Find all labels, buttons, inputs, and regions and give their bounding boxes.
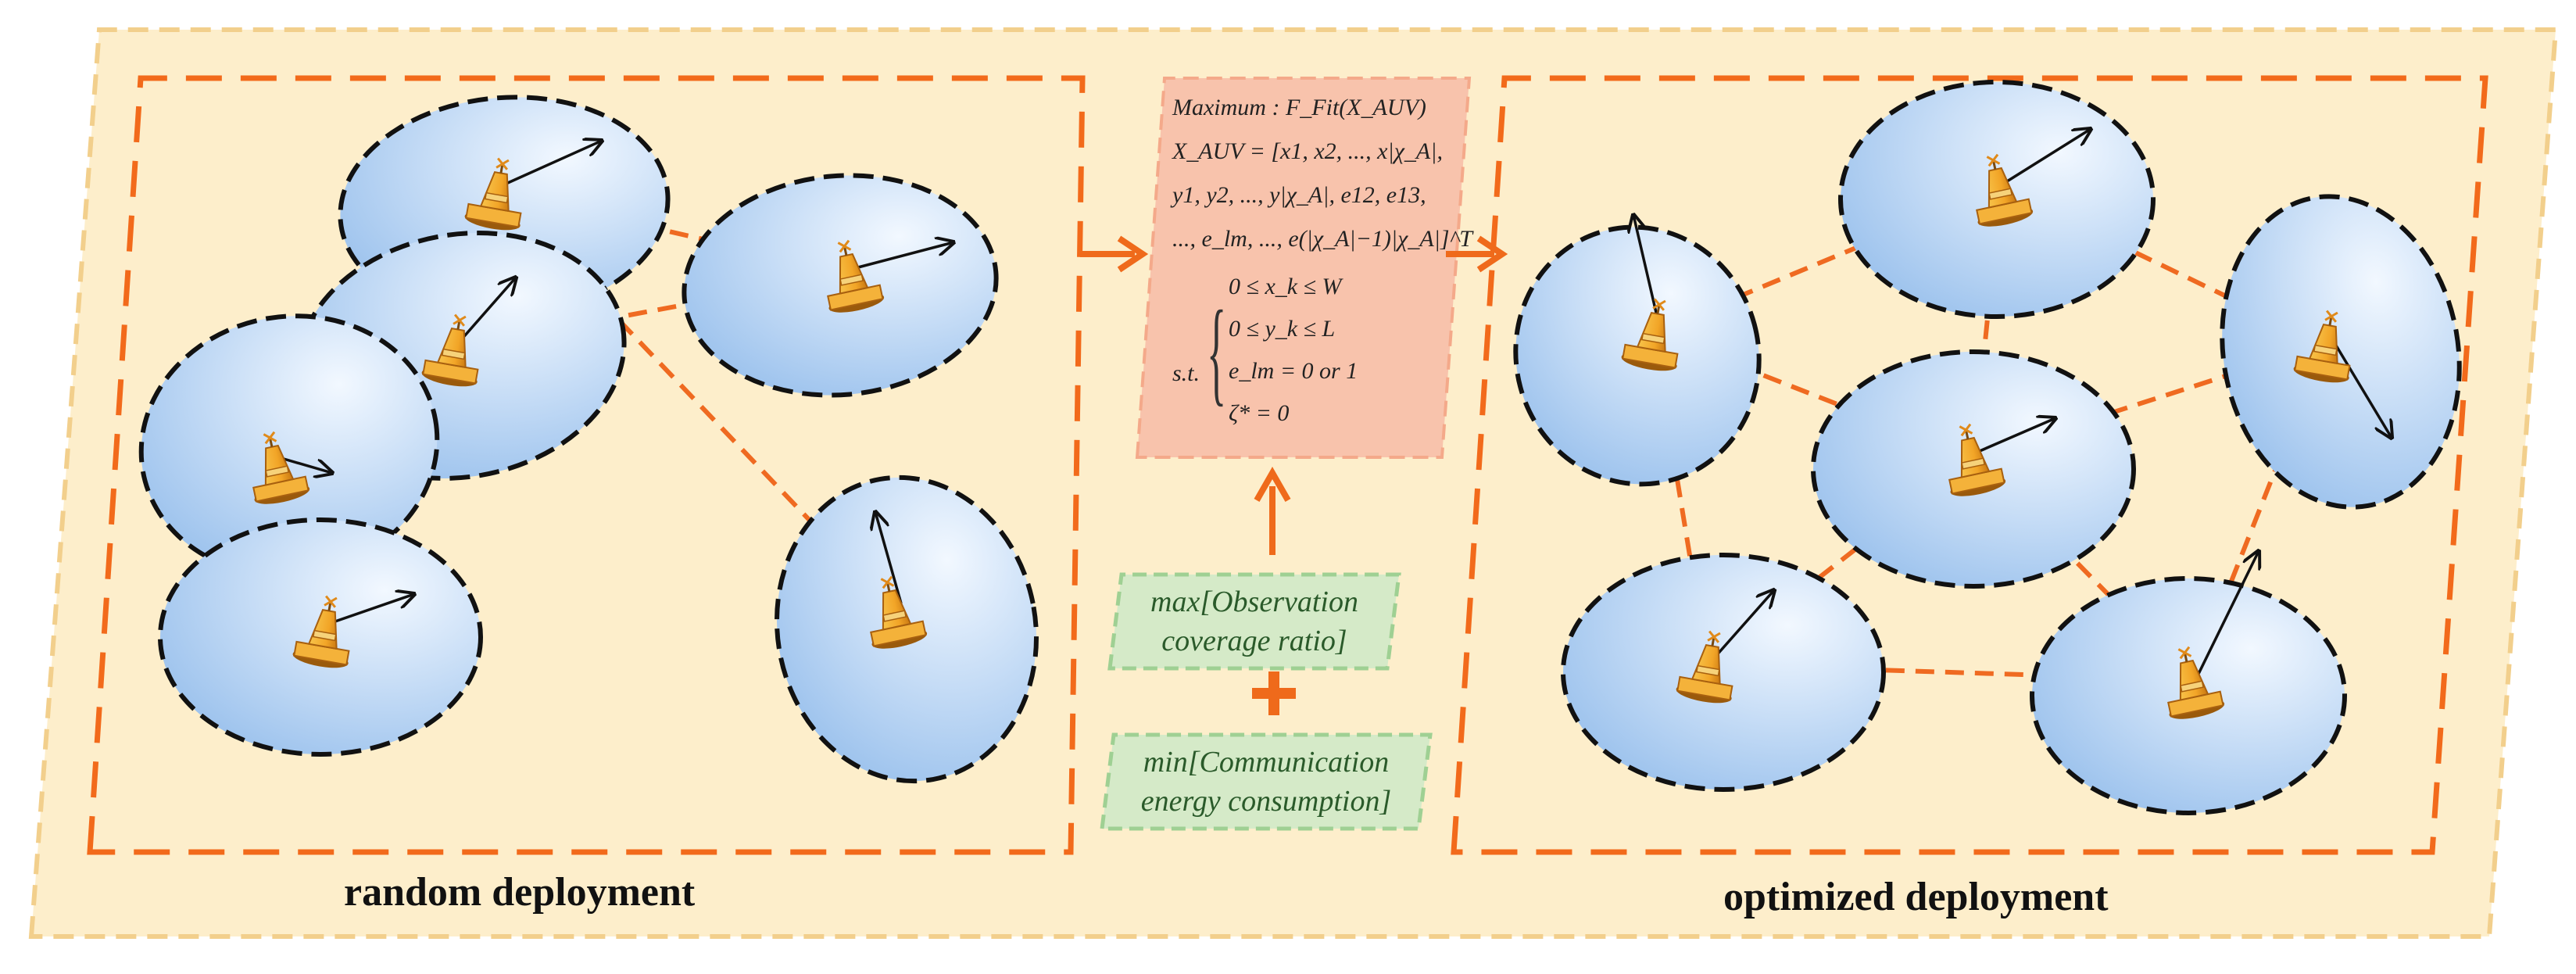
optimized-deployment-frame: [1451, 75, 2488, 855]
brace-icon: {: [1207, 287, 1227, 417]
sensing-direction-arrow: [2330, 337, 2392, 438]
sensing-direction-arrow: [502, 141, 602, 187]
coverage-objective-line-2: coverage ratio]: [1161, 625, 1347, 657]
coverage-objective-line-1: max[Observation: [1150, 585, 1358, 618]
random-deployment-frame: [87, 75, 1086, 855]
auv-buoy-icon: [419, 278, 516, 392]
decision-vector-line-3: ..., e_lm, ..., e(|χ_A|−1)|χ_A|]^T: [1172, 226, 1472, 252]
auv-buoy-icon: [814, 235, 953, 318]
sensing-direction-arrow: [2006, 129, 2091, 183]
energy-objective-line-1: min[Communication: [1143, 746, 1390, 779]
auv-buoy-icon: [240, 426, 332, 510]
auv-buoy-icon: [1619, 215, 1689, 376]
arrow-up-icon: [1254, 466, 1291, 555]
energy-objective-line-2: energy consumption]: [1140, 785, 1392, 818]
optimization-formula: Maximum : F_Fit(X_AUV) X_AUV = [x1, x2, …: [1172, 86, 1472, 435]
constraint-x: 0 ≤ x_k ≤ W: [1229, 274, 1342, 299]
auv-buoy-icon: [290, 593, 414, 673]
auv-buoy-icon: [1936, 418, 2055, 502]
random-deployment-caption: random deployment: [344, 870, 696, 915]
sensing-direction-arrow: [875, 512, 903, 604]
auv-buoy-icon: [2155, 551, 2259, 725]
sensing-direction-arrow: [2197, 551, 2259, 675]
arrow-right-icon: [1446, 235, 1508, 273]
auv-buoy-icon: [1673, 590, 1774, 708]
constraints-block: s.t. { 0 ≤ x_k ≤ W 0 ≤ y_k ≤ L e_lm = 0 …: [1172, 266, 1438, 435]
energy-objective-box: [1100, 732, 1433, 831]
sensing-direction-arrow: [283, 457, 332, 473]
arrow-right-icon: [1080, 235, 1149, 273]
optimized-deployment-caption: optimized deployment: [1723, 875, 2109, 919]
auv-buoy-icon: [462, 141, 602, 235]
subject-to-label: s.t.: [1172, 360, 1200, 386]
auv-buoy-icon: [2291, 306, 2392, 438]
coverage-objective-text: max[Observation coverage ratio]: [1118, 582, 1391, 661]
formula-box: [1135, 77, 1472, 459]
energy-objective-text: min[Communication energy consumption]: [1106, 743, 1426, 821]
sensing-direction-arrow: [330, 594, 414, 625]
sensing-direction-arrow: [458, 278, 516, 343]
constraint-edge: e_lm = 0 or 1: [1229, 358, 1358, 384]
sensing-direction-arrow: [857, 242, 953, 269]
constraint-zeta: ζ* = 0: [1229, 400, 1290, 426]
auv-buoy-icon: [857, 512, 930, 654]
constraint-y: 0 ≤ y_k ≤ L: [1229, 316, 1336, 342]
plus-icon: [1252, 671, 1296, 715]
optimized-communication-link: [1971, 455, 2195, 682]
decision-vector-line-1: X_AUV = [x1, x2, ..., x|χ_A|,: [1172, 138, 1443, 164]
sensing-direction-arrow: [1979, 418, 2055, 453]
decision-vector-line-2: y1, y2, ..., y|χ_A|, e12, e13,: [1172, 182, 1426, 208]
auv-buoy-icon: [1963, 129, 2091, 232]
objective-function: Maximum : F_Fit(X_AUV): [1172, 95, 1426, 120]
sensing-direction-arrow: [1712, 590, 1774, 660]
coverage-objective-box: [1107, 572, 1401, 671]
optimized-coverage-area: [1561, 553, 1886, 792]
